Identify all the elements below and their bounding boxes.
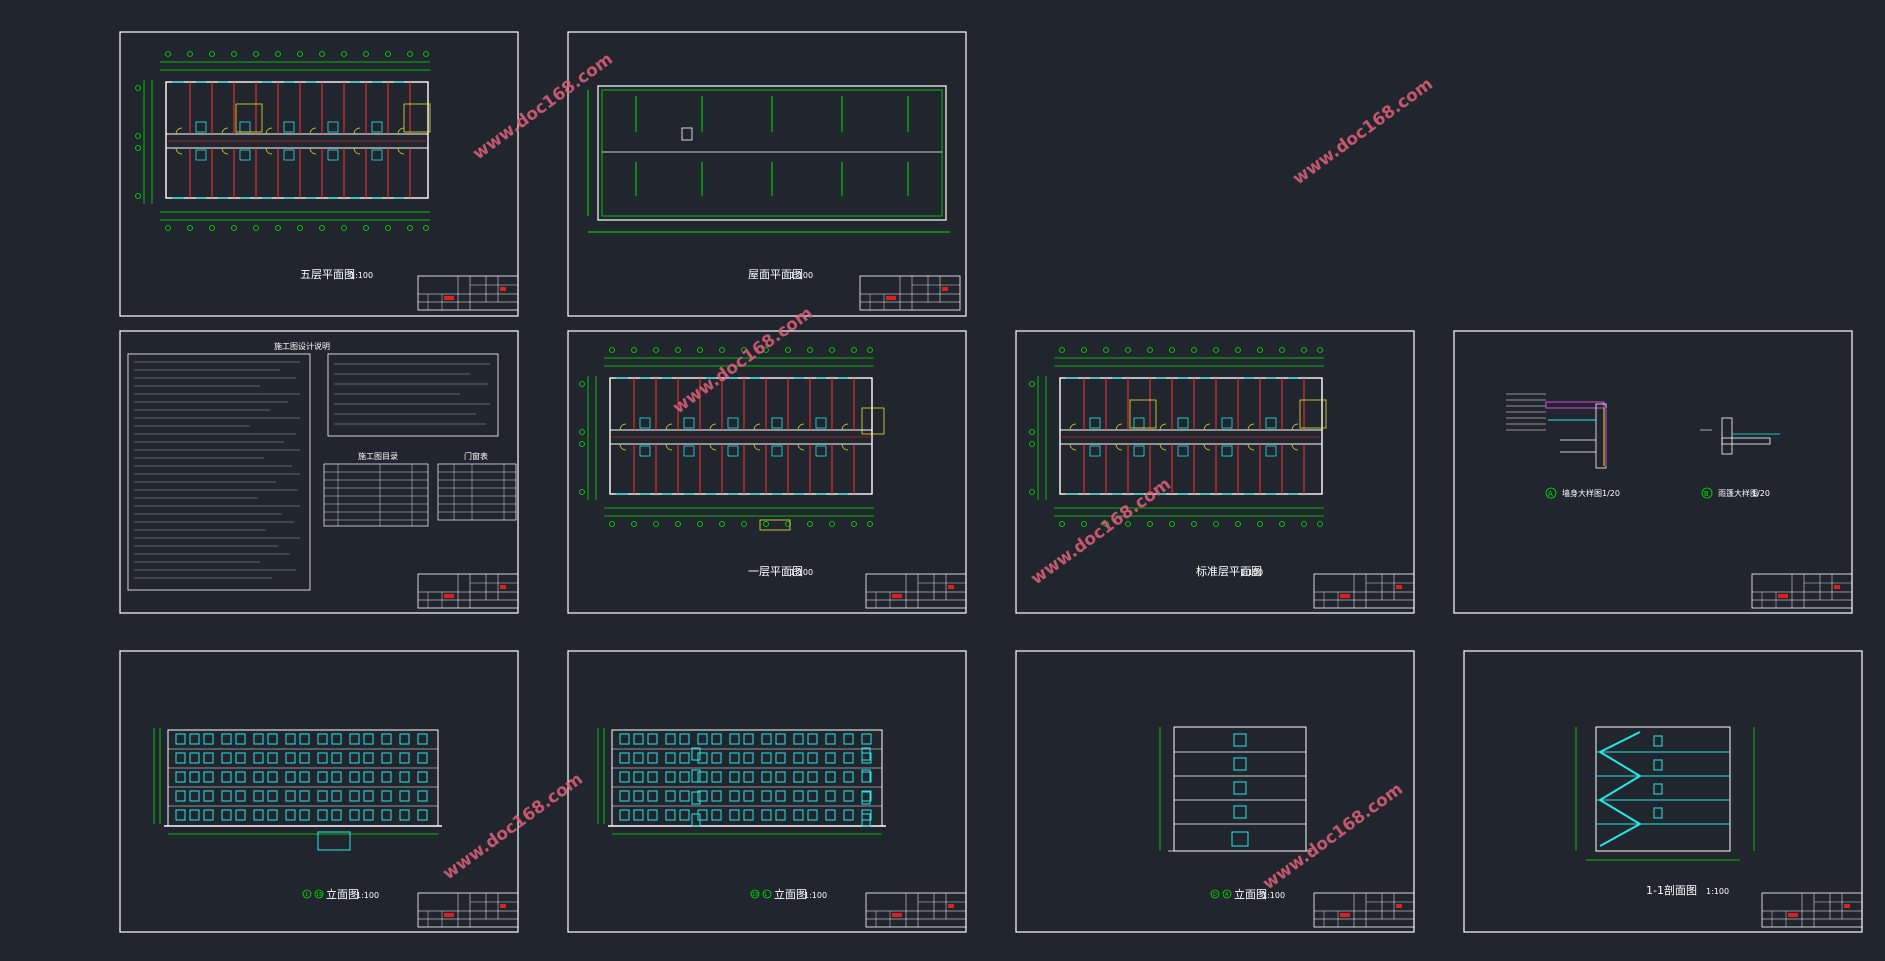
detail-a-scale: 1/20	[1602, 489, 1620, 498]
sheet-details[interactable]: A 墙身大样图 1/20 B 雨篷大样图 1/20	[1453, 330, 1853, 614]
sheet-title: 标准层平面图	[1196, 564, 1262, 578]
sheet-title: 屋面平面图	[748, 268, 803, 281]
sheet-title: 1-1剖面图	[1646, 883, 1697, 897]
sheet-title: 立面图	[1234, 887, 1267, 901]
sheet-title: 立面图	[326, 887, 359, 901]
axis-to: 1	[764, 892, 767, 898]
sheet-design-notes[interactable]: 施工图设计说明 施工图目录 门窗表	[119, 330, 519, 614]
axis-to: A	[1225, 892, 1229, 898]
sheet-elevation-15-1[interactable]: 15 1 立面图 1:100	[567, 650, 967, 933]
watermark-2: www.doc168.com	[1289, 74, 1437, 189]
watermark-5: www.doc168.com	[439, 769, 587, 884]
sheet-scale: 1:100	[350, 271, 373, 280]
detail-a-mark: A	[1548, 490, 1553, 498]
sheet-title: 立面图	[774, 887, 807, 901]
detail-b-scale: 1/20	[1752, 489, 1770, 498]
watermark-1: www.doc168.com	[469, 49, 617, 164]
watermarks: www.doc168.com www.doc168.com www.doc168…	[439, 49, 1437, 894]
sheet-scale: 1:100	[1240, 568, 1263, 577]
detail-a-label: 墙身大样图	[1562, 488, 1602, 498]
sheet-section-1-1[interactable]: 1-1剖面图 1:100	[1463, 650, 1863, 933]
notes-title: 施工图设计说明	[274, 341, 330, 351]
sheet-elevation-side[interactable]: D A 立面图 1:100	[1015, 650, 1415, 933]
sheet-scale: 1:100	[356, 891, 379, 900]
sheet-standard-floor-plan[interactable]: 标准层平面图 1:100	[1015, 330, 1415, 614]
sheet-title: 一层平面图	[748, 565, 803, 578]
sheet-scale: 1:100	[790, 271, 813, 280]
axis-from: 1	[305, 892, 308, 898]
axis-from: D	[1213, 892, 1217, 898]
watermark-4: www.doc168.com	[1027, 474, 1175, 589]
sheet-scale: 1:100	[804, 891, 827, 900]
axis-to: 15	[316, 892, 322, 898]
sheet-scale: 1:100	[1706, 887, 1729, 896]
sheet-elevation-1-15[interactable]: 1 15 立面图 1:100	[119, 650, 519, 933]
sheet-first-floor-plan[interactable]: 一层平面图 1:100	[567, 330, 967, 614]
detail-b-label: 雨篷大样图	[1718, 488, 1758, 498]
door-window-title: 门窗表	[464, 451, 488, 461]
sheet-title: 五层平面图	[300, 268, 355, 281]
sheet-roof-plan[interactable]: 屋面平面图 1:100	[567, 31, 967, 317]
sheet-scale: 1:100	[790, 568, 813, 577]
detail-b-mark: B	[1704, 490, 1709, 498]
schedule-title: 施工图目录	[358, 451, 398, 461]
watermark-3: www.doc168.com	[669, 303, 817, 418]
sheet-scale: 1:100	[1262, 891, 1285, 900]
sheet-fifth-floor-plan[interactable]: 五层平面图 1:100	[119, 31, 519, 317]
watermark-6: www.doc168.com	[1259, 779, 1407, 894]
axis-from: 15	[752, 892, 758, 898]
